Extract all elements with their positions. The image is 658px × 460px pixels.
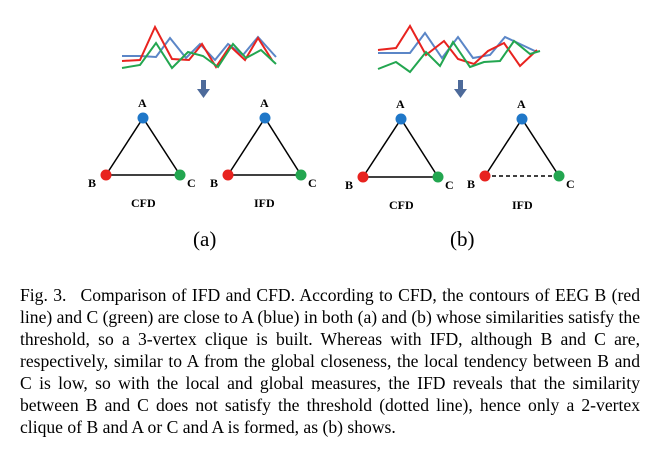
node-b — [100, 169, 112, 181]
caption-label: Fig. 3. — [20, 285, 67, 305]
node-b-label: B — [210, 176, 218, 190]
graph-label: IFD — [512, 198, 533, 212]
signal-a-line — [122, 35, 277, 62]
node-a — [395, 113, 407, 125]
node-a-label: A — [517, 97, 526, 111]
signals-b — [377, 24, 541, 74]
node-c-label: C — [308, 176, 317, 190]
node-b — [357, 171, 369, 183]
graph-a-ifd: A B C IFD — [210, 96, 317, 210]
graph-label: CFD — [131, 196, 156, 210]
node-b-label: B — [467, 177, 475, 191]
panel-label-a: (a) — [193, 227, 216, 251]
node-b — [222, 169, 234, 181]
graph-label: CFD — [389, 198, 414, 212]
panel-label-b: (b) — [450, 227, 475, 251]
node-c — [295, 169, 307, 181]
node-a-label: A — [260, 96, 269, 110]
node-b-label: B — [88, 176, 96, 190]
node-c — [174, 169, 186, 181]
figure-caption: Fig. 3.Comparison of IFD and CFD. Accord… — [20, 284, 640, 438]
signals-a — [121, 24, 277, 70]
node-c-label: C — [445, 178, 454, 192]
signal-c-line — [377, 39, 541, 74]
graph-b-cfd: A B C CFD — [345, 97, 454, 212]
signal-b-line — [377, 24, 538, 68]
down-arrow-icon — [197, 80, 210, 98]
down-arrow-icon — [454, 80, 467, 98]
graph-b-ifd: A B C IFD — [467, 97, 575, 212]
node-c — [553, 170, 565, 182]
node-a-label: A — [396, 97, 405, 111]
node-c-label: C — [566, 177, 575, 191]
signal-a-line — [378, 31, 538, 60]
graph-a-cfd: A B C CFD — [88, 96, 196, 210]
node-c-label: C — [187, 176, 196, 190]
node-a — [259, 112, 271, 124]
node-b — [479, 170, 491, 182]
node-b-label: B — [345, 178, 353, 192]
node-a — [137, 112, 149, 124]
caption-text: Comparison of IFD and CFD. According to … — [20, 285, 640, 437]
node-c — [432, 171, 444, 183]
node-a-label: A — [138, 96, 147, 110]
node-a — [516, 113, 528, 125]
signal-b-line — [121, 24, 273, 69]
signal-c-line — [121, 41, 277, 70]
graph-label: IFD — [254, 196, 275, 210]
figure: A B C CFD A B C IFD A B C CFD A — [88, 24, 575, 251]
